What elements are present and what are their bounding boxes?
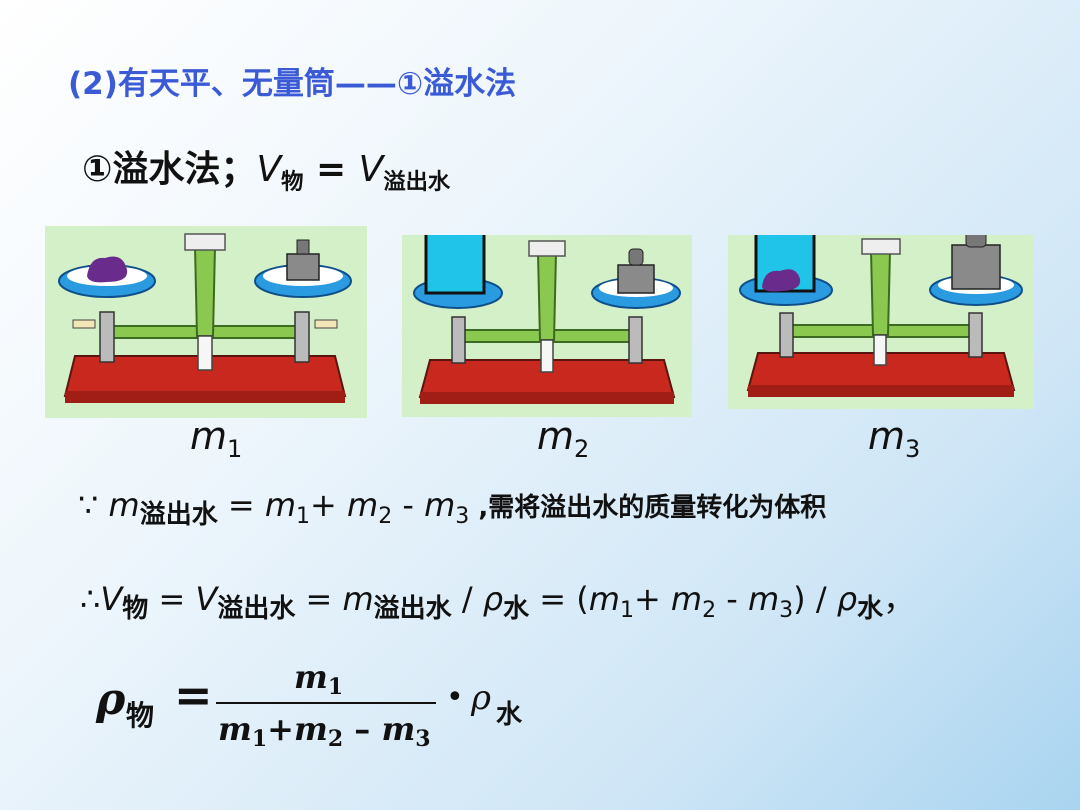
plus-sign: + — [633, 580, 671, 618]
mass-index: 1 — [251, 726, 268, 752]
therefore-line: ∴V物 = V溢出水 = m溢出水 / ρ水 = (m1+ m2 - m3) /… — [80, 574, 915, 625]
mass-symbol: m — [342, 580, 374, 618]
overflow-subscript: 溢出水 — [373, 594, 452, 624]
plus-sign: + — [267, 710, 294, 748]
slide-title: (2)有天平、无量筒——①溢水法 — [68, 66, 517, 102]
method-equation: ①溢水法；V物 = V溢出水 — [82, 140, 450, 196]
mass-symbol: m — [424, 486, 456, 524]
mass-symbol: m — [868, 414, 906, 458]
overflow-subscript: 溢出水 — [217, 594, 296, 624]
method-lead: ①溢水法； — [82, 149, 257, 190]
object-subscript: 物 — [126, 699, 155, 732]
density-symbol: ρ — [471, 678, 491, 718]
because-line: ∵ m溢出水 = m1+ m2 - m3 ,需将溢出水的质量转化为体积 — [78, 486, 826, 531]
divide-sign: / — [451, 580, 483, 618]
overflow-subscript: 溢出水 — [383, 168, 451, 195]
therefore-symbol: ∴ — [80, 580, 101, 618]
mass-index: 2 — [574, 435, 590, 463]
mass-index: 3 — [779, 598, 794, 623]
mass-symbol: m — [537, 414, 575, 458]
mass-index: 2 — [702, 598, 717, 623]
mass-symbol: m — [747, 580, 780, 618]
denominator: m1+m2 – m3 — [218, 710, 431, 752]
mass-index: 3 — [415, 726, 431, 752]
mass-symbol: m — [588, 580, 620, 618]
mass-index: 2 — [378, 504, 393, 529]
balance-illustration-1 — [58, 233, 352, 403]
numerator: m1 — [294, 658, 343, 700]
volume-symbol: V — [256, 149, 282, 190]
minus-sign: - — [716, 580, 748, 618]
minus-sign: – — [343, 710, 382, 748]
mass-index: 3 — [455, 504, 470, 529]
mass-symbol: m — [190, 414, 228, 458]
equals-sign: = — [148, 580, 196, 618]
explanation-text: ,需将溢出水的质量转化为体积 — [469, 493, 827, 523]
object-subscript: 物 — [122, 594, 149, 624]
balance-illustration-3 — [739, 235, 1023, 397]
equals-sign: = — [303, 149, 359, 190]
balance-panel-2 — [402, 235, 692, 417]
divide-sign: ) / — [793, 580, 837, 618]
overflow-subscript: 溢出水 — [139, 500, 218, 530]
density-symbol: ρ — [836, 580, 858, 618]
mass-symbol: m — [381, 710, 416, 748]
equals-sign: = — [295, 580, 343, 618]
mass-index: 1 — [327, 674, 344, 700]
balance-illustration-2 — [413, 235, 681, 404]
object-subscript: 物 — [281, 168, 304, 195]
comma: ， — [883, 580, 916, 618]
density-symbol: ρ — [96, 674, 126, 725]
balance-panel-3 — [728, 235, 1034, 409]
mass-index: 1 — [227, 435, 243, 463]
because-symbol: ∵ — [78, 486, 109, 524]
volume-symbol: V — [358, 149, 384, 190]
water-subscript: 水 — [503, 594, 530, 624]
multiply-dot: • — [446, 680, 464, 715]
label-m3: m3 — [868, 414, 920, 463]
mass-symbol: m — [670, 580, 703, 618]
mass-index: 2 — [327, 726, 344, 752]
mass-symbol: m — [108, 486, 140, 524]
mass-symbol: m — [218, 710, 252, 748]
equals-sign: = ( — [529, 580, 589, 618]
mass-symbol: m — [294, 658, 328, 696]
equals-sign: = — [174, 668, 213, 722]
volume-symbol: V — [100, 580, 123, 618]
water-subscript: 水 — [857, 594, 884, 624]
label-m2: m2 — [537, 414, 589, 463]
balance-panel-1 — [45, 226, 367, 418]
mass-symbol: m — [347, 486, 379, 524]
volume-symbol: V — [195, 580, 218, 618]
plus-sign: + — [310, 486, 348, 524]
mass-index: 3 — [905, 435, 921, 463]
minus-sign: - — [392, 486, 425, 524]
equals-sign: = — [217, 486, 265, 524]
mass-index: 1 — [296, 504, 311, 529]
mass-symbol: m — [264, 486, 297, 524]
mass-symbol: m — [293, 710, 328, 748]
fraction-bar — [216, 702, 436, 704]
density-formula: ρ 物 = m1 m1+m2 – m3 • ρ 水 — [96, 658, 616, 760]
density-symbol: ρ — [482, 580, 504, 618]
water-subscript: 水 — [496, 700, 523, 730]
label-m1: m1 — [190, 414, 242, 463]
mass-index: 1 — [619, 598, 634, 623]
